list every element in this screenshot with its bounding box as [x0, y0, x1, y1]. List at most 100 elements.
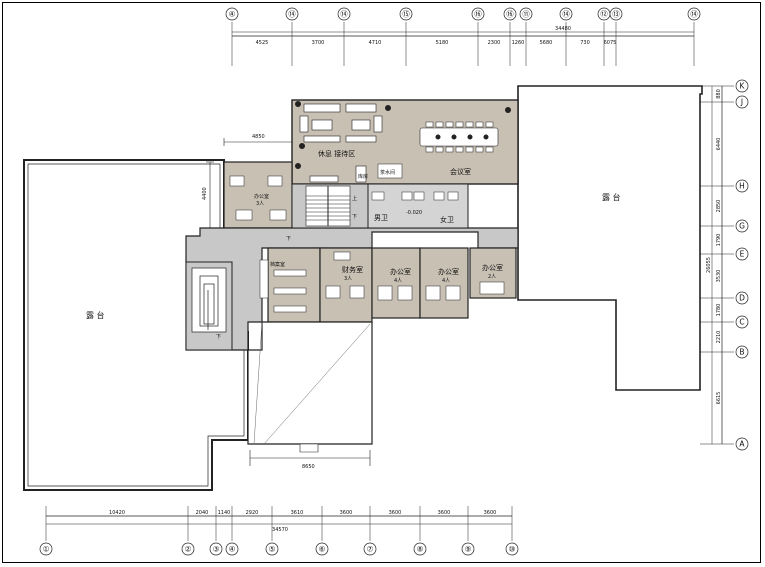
meeting-chairs	[425, 121, 494, 153]
office-4a-furniture	[377, 285, 413, 301]
top-axis-label: ⑫	[600, 10, 608, 19]
top-axis-bubble	[609, 7, 623, 21]
right-axis-bubble	[735, 315, 749, 329]
right-axis-bubble	[735, 219, 749, 233]
top-axis-bubble	[519, 7, 533, 21]
top-axis-label: ⑯	[506, 10, 514, 19]
right-axis-label: G	[739, 222, 745, 231]
meeting-chair	[435, 146, 444, 153]
meeting-chair	[425, 121, 434, 128]
right-dim-value: 2850	[716, 200, 722, 213]
bottom-dim-value: 3600	[389, 510, 402, 516]
right-total-value: 26055	[706, 257, 712, 273]
dim-4850	[223, 138, 293, 146]
finance-furniture	[325, 251, 365, 299]
meeting-chair	[485, 146, 494, 153]
meeting-chair	[475, 146, 484, 153]
bottom-axis-bubble	[505, 542, 519, 556]
right-axis-label: H	[739, 182, 745, 191]
dim-4850-text: 4850	[252, 134, 265, 140]
bottom-axis-bubble	[225, 542, 239, 556]
archive-shelves	[259, 259, 307, 313]
bottom-dim-value: 3600	[340, 510, 353, 516]
bottom-axis-label: ④	[229, 545, 236, 554]
top-axis-label: ④	[229, 10, 236, 19]
right-axis-label: K	[740, 82, 746, 91]
meeting-chair	[475, 121, 484, 128]
top-total-value: 34480	[555, 26, 571, 32]
meeting-chair	[465, 146, 474, 153]
elevation-label: -0.020	[406, 210, 422, 216]
bottom-axis-bubble	[39, 542, 53, 556]
center-stair-down: 下	[352, 214, 357, 220]
women-wc-label: 女卫	[440, 215, 454, 224]
meeting-chair	[435, 121, 444, 128]
right-dim-value: 880	[716, 89, 722, 99]
bottom-axis-bubble	[461, 542, 475, 556]
terrace-right-label: 露 台	[602, 192, 621, 202]
right-axis-label: E	[740, 250, 745, 259]
meeting-chair	[465, 121, 474, 128]
dim-4400	[206, 161, 214, 229]
right-axis-bubble	[735, 247, 749, 261]
right-axis-label: D	[739, 294, 745, 303]
atrium	[247, 321, 373, 453]
office-4a-label: 办公室	[390, 267, 411, 276]
right-axis-bubble	[735, 291, 749, 305]
top-axis-bubble	[225, 7, 239, 21]
top-dim-value: 3700	[312, 40, 325, 46]
meeting-table	[419, 127, 499, 147]
right-axis-bubble	[735, 345, 749, 359]
top-axis-label: ⑮	[402, 10, 410, 19]
men-wc-label: 男卫	[374, 214, 388, 222]
office-3-furniture	[229, 175, 287, 221]
top-dim-value: 1260	[512, 40, 525, 46]
meeting-label: 会议室	[450, 167, 471, 176]
center-stair-up: 上	[352, 195, 357, 202]
terrace-left-label: 露 台	[86, 310, 105, 320]
bottom-dim-value: 3610	[291, 510, 304, 516]
office-4a-count: 4人	[394, 278, 402, 284]
top-axis-label: ⑭	[562, 10, 570, 19]
top-axis-bubble	[471, 7, 485, 21]
plant-icons	[295, 101, 511, 169]
right-axis-label: B	[739, 348, 744, 357]
meeting-chair	[455, 121, 464, 128]
right-dim-value: 3530	[716, 270, 722, 283]
top-axis-label: ⑪	[522, 10, 530, 19]
top-axis-bubble	[399, 7, 413, 21]
right-axis-bubble	[735, 437, 749, 451]
bottom-axis-label: ⑧	[417, 545, 424, 554]
right-axis-label: J	[740, 98, 743, 107]
top-dim-value: 4525	[256, 40, 269, 46]
office-3-count: 3人	[256, 201, 264, 207]
right-dim-value: 6440	[716, 138, 722, 151]
top-axis-bubble	[687, 7, 701, 21]
bottom-axis-label: ③	[213, 545, 220, 554]
office-2-label: 办公室	[482, 263, 503, 272]
top-axis-bubble	[337, 7, 351, 21]
office-2-count: 2人	[488, 274, 496, 280]
bottom-axis-label: ⑥	[319, 545, 326, 554]
bottom-dim-value: 3600	[438, 510, 451, 516]
office-2-furniture	[479, 281, 505, 295]
office-4b-label: 办公室	[438, 267, 459, 276]
office-3-label: 办公室	[254, 193, 269, 200]
top-axis-bubble	[559, 7, 573, 21]
top-dim-value: 2300	[488, 40, 501, 46]
bottom-axis-label: ②	[185, 545, 192, 554]
meeting-chair	[485, 121, 494, 128]
wc-fixtures	[371, 191, 459, 201]
top-dim-value: 5680	[540, 40, 553, 46]
bottom-dim-value: 1140	[218, 510, 231, 516]
top-axis-label: ⑯	[474, 10, 482, 19]
bottom-dim-value: 2920	[246, 510, 259, 516]
finance-count: 3人	[344, 276, 352, 282]
archive-label: 档案室	[270, 261, 285, 268]
top-axis-label: ⑭	[288, 10, 296, 19]
meeting-chair	[425, 146, 434, 153]
bottom-total-value: 34570	[272, 527, 288, 533]
